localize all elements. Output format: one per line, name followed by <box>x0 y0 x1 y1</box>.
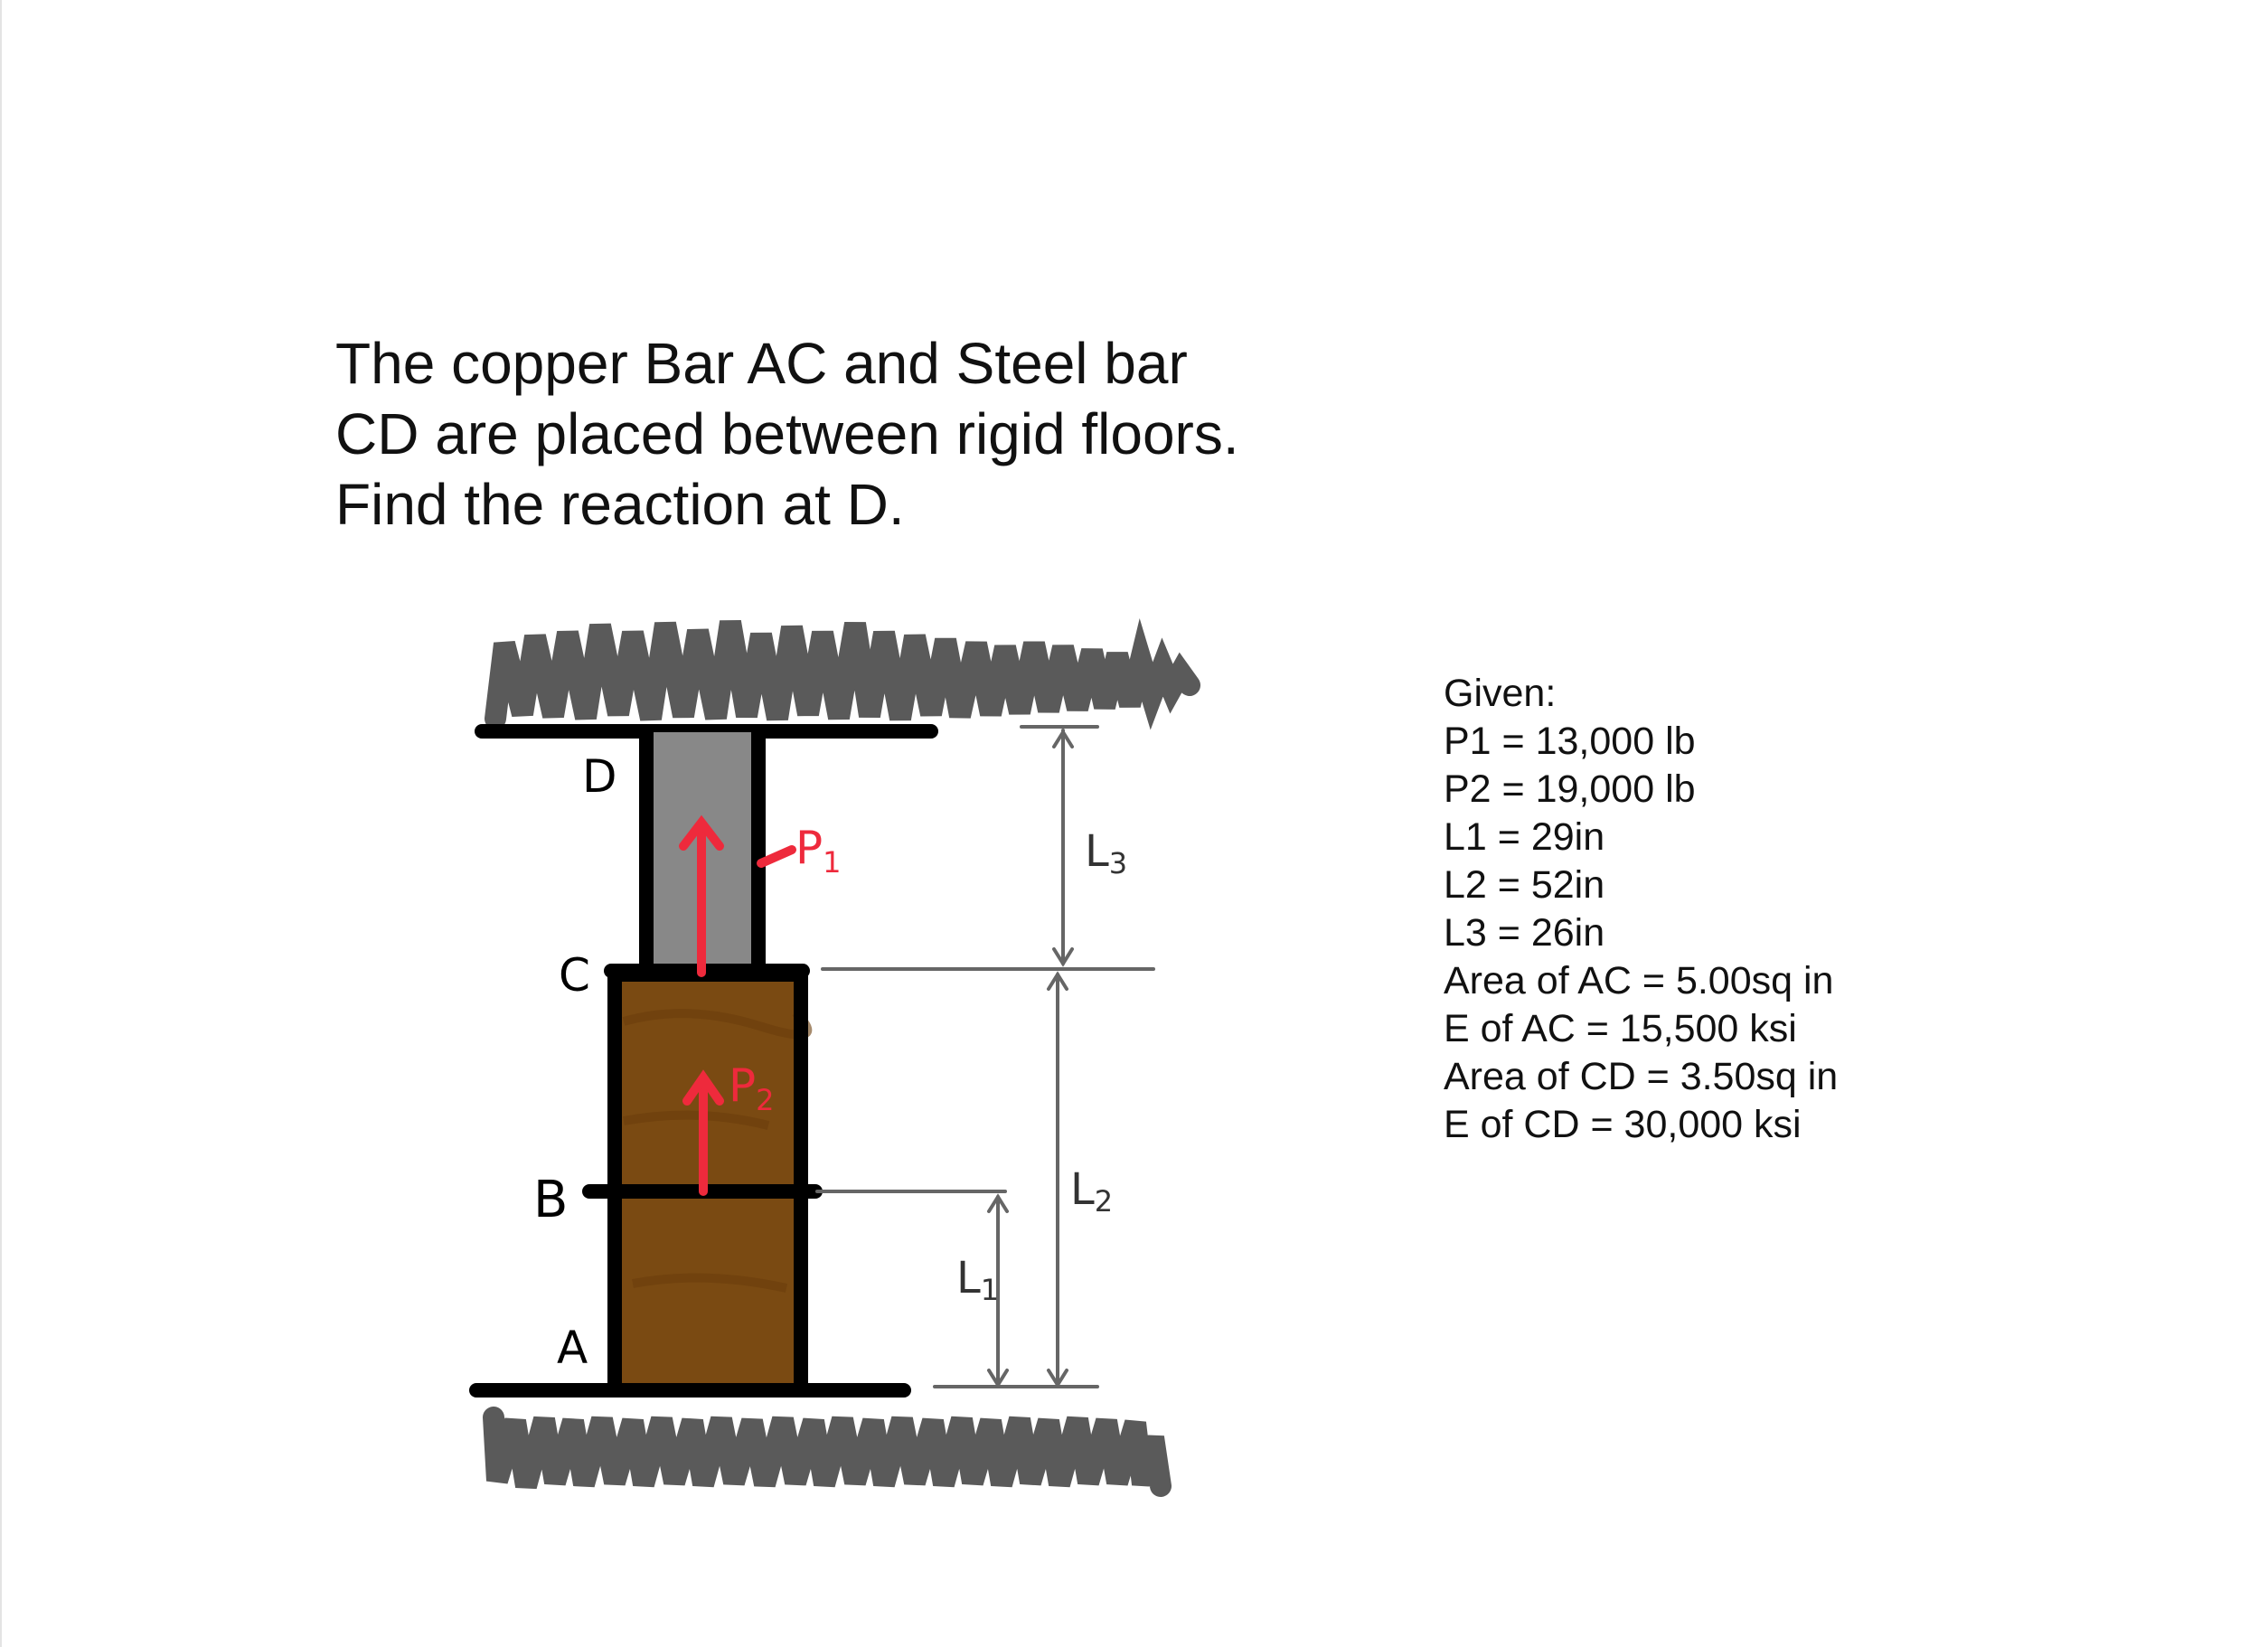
force-arrow-p1 <box>679 814 796 977</box>
given-l1: L1 = 29in <box>1444 815 1605 859</box>
problem-line-2: CD are placed between rigid floors. <box>335 401 1239 466</box>
l3-label: L3 <box>1085 826 1127 880</box>
given-area-ac: Area of AC = 5.00sq in <box>1444 959 1834 1002</box>
page-left-border <box>0 0 2 1647</box>
p2-label: P2 <box>729 1059 775 1117</box>
dimension-lines <box>815 725 1155 1388</box>
force-arrow-p2 <box>682 1069 724 1196</box>
problem-line-3: Find the reaction at D. <box>335 472 905 537</box>
point-label-c: C <box>559 949 590 1002</box>
given-e-cd: E of CD = 30,000 ksi <box>1444 1103 1802 1146</box>
problem-line-1: The copper Bar AC and Steel bar <box>335 331 1188 396</box>
given-l2: L2 = 52in <box>1444 863 1605 907</box>
given-area-cd: Area of CD = 3.50sq in <box>1444 1055 1839 1098</box>
given-l3: L3 = 26in <box>1444 911 1605 955</box>
given-p2: P2 = 19,000 lb <box>1444 767 1696 811</box>
given-heading: Given: <box>1444 672 1557 715</box>
l2-label: L2 <box>1070 1164 1113 1219</box>
p1-label: P1 <box>795 822 842 880</box>
point-label-d: D <box>582 750 617 803</box>
problem-statement: The copper Bar AC and Steel bar CD are p… <box>335 328 1420 540</box>
given-p1: P1 = 13,000 lb <box>1444 720 1696 763</box>
point-label-a: A <box>557 1322 588 1374</box>
bottom-ground-hatch <box>483 1407 1172 1497</box>
given-e-ac: E of AC = 15,500 ksi <box>1444 1007 1797 1050</box>
point-label-b: B <box>533 1171 568 1229</box>
l1-label: L1 <box>956 1253 999 1307</box>
top-ground-hatch <box>485 617 1200 730</box>
given-values: Given: P1 = 13,000 lb P2 = 19,000 lb L1 … <box>1444 670 1838 1149</box>
